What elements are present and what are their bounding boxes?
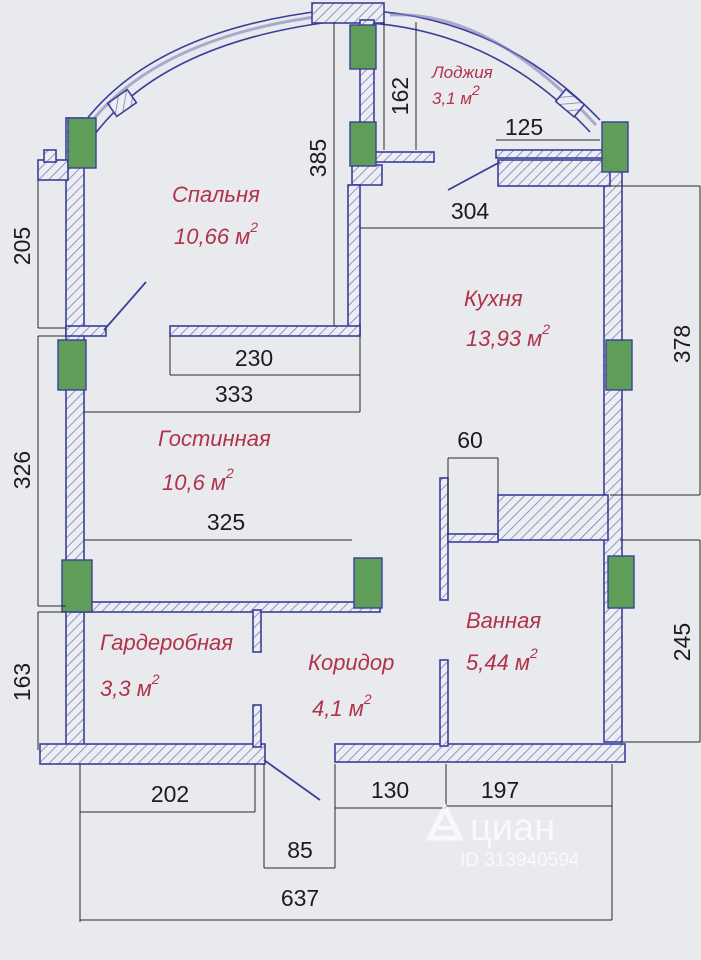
window-living [57, 339, 87, 391]
dim-333: 333 [215, 381, 253, 407]
dim-385: 385 [305, 139, 331, 177]
room-bathroom-name: Ванная [466, 608, 541, 633]
room-bedroom-area: 10,66 м2 [174, 219, 258, 249]
room-wardrobe-area: 3,3 м2 [100, 671, 160, 701]
watermark: циан ID 313940594 [425, 802, 580, 871]
room-corridor-name: Коридор [308, 650, 394, 675]
dimension-lines [37, 22, 701, 922]
room-living-name: Гостинная [158, 426, 271, 451]
dim-60: 60 [457, 427, 483, 453]
window-loggia-right [601, 121, 629, 173]
room-bedroom-name: Спальня [172, 182, 260, 207]
room-living-area: 10,6 м2 [162, 465, 234, 495]
dim-130: 130 [371, 777, 409, 803]
window-bedroom [67, 117, 97, 169]
window-living-lower [61, 559, 93, 613]
window-kitchen [605, 339, 633, 391]
door-bedroom [103, 281, 147, 331]
room-loggia-area: 3,1 м2 [432, 82, 480, 108]
cian-logo-icon [425, 802, 465, 841]
windows [57, 24, 635, 613]
doors [103, 161, 501, 801]
window-bathroom [607, 555, 635, 609]
arc-top-block [311, 2, 385, 24]
dim-325: 325 [207, 509, 245, 535]
room-labels: Лоджия 3,1 м2 Спальня 10,66 м2 Кухня 13,… [100, 63, 550, 721]
room-bathroom-area: 5,44 м2 [466, 645, 538, 675]
dim-125: 125 [505, 114, 543, 140]
window-loggia-mid [349, 121, 377, 167]
dim-230: 230 [235, 345, 273, 371]
room-kitchen-area: 13,93 м2 [466, 321, 550, 351]
room-kitchen-name: Кухня [464, 286, 523, 311]
dimension-labels: 162 125 385 304 205 378 230 333 326 60 3… [9, 77, 695, 911]
room-loggia-name: Лоджия [431, 63, 493, 82]
dim-304: 304 [451, 198, 490, 224]
dim-205: 205 [9, 227, 35, 265]
window-corridor [353, 557, 383, 609]
arc-left-block [106, 88, 138, 118]
dim-162: 162 [387, 77, 413, 115]
dim-637: 637 [281, 885, 319, 911]
room-corridor-area: 4,1 м2 [312, 691, 372, 721]
dim-245: 245 [669, 623, 695, 661]
dim-85: 85 [287, 837, 313, 863]
dim-197: 197 [481, 777, 519, 803]
room-wardrobe-name: Гардеробная [100, 630, 233, 655]
arc-right-block [554, 88, 586, 118]
dim-202: 202 [151, 781, 189, 807]
door-loggia [447, 161, 501, 191]
window-loggia-top [349, 24, 377, 70]
dim-326: 326 [9, 451, 35, 489]
dim-163: 163 [9, 663, 35, 701]
watermark-brand: циан [470, 807, 555, 849]
door-entrance [263, 759, 321, 801]
watermark-id: ID 313940594 [460, 850, 580, 871]
dim-378: 378 [669, 325, 695, 363]
